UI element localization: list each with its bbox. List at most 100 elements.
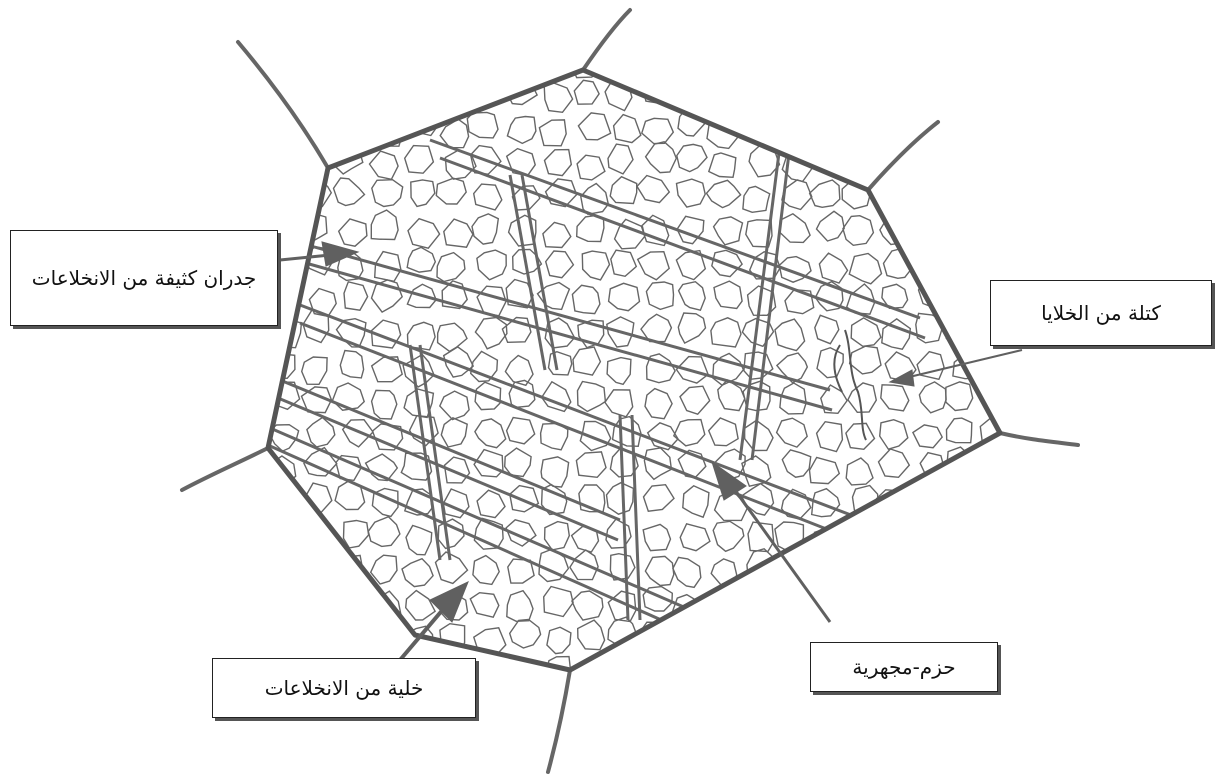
dislocation-cell bbox=[333, 383, 365, 410]
dislocation-cell bbox=[607, 358, 631, 385]
dislocation-cell bbox=[849, 254, 881, 284]
dislocation-cell bbox=[239, 416, 265, 446]
dislocation-cell bbox=[573, 347, 600, 375]
dislocation-cell bbox=[582, 251, 609, 280]
dislocation-cell bbox=[267, 49, 295, 72]
dislocation-cell bbox=[913, 183, 939, 216]
dislocation-cell bbox=[743, 186, 770, 212]
dislocation-cell bbox=[645, 556, 673, 585]
dislocation-cell bbox=[846, 458, 873, 485]
dislocation-cell bbox=[953, 252, 984, 282]
dislocation-cell bbox=[711, 318, 741, 347]
microband-8b bbox=[752, 145, 790, 460]
dislocation-cell bbox=[344, 77, 373, 108]
dislocation-cell bbox=[378, 631, 406, 657]
dislocation-cell bbox=[578, 620, 605, 650]
dislocation-cell bbox=[817, 82, 844, 111]
dislocation-cell bbox=[607, 483, 634, 515]
boundary-right bbox=[1000, 433, 1078, 445]
dislocation-cell bbox=[679, 282, 706, 311]
dislocation-cell bbox=[677, 144, 707, 171]
dislocation-cell bbox=[714, 281, 742, 308]
dislocation-cell bbox=[953, 185, 981, 207]
dislocation-cell bbox=[343, 111, 369, 141]
dislocation-cell bbox=[233, 594, 258, 623]
dislocation-cell bbox=[744, 664, 772, 692]
dislocation-cell bbox=[783, 655, 809, 684]
dislocation-cell bbox=[477, 250, 506, 280]
grain-boundary bbox=[268, 70, 1000, 670]
cell-texture bbox=[232, 40, 1018, 693]
dislocation-cell bbox=[780, 214, 810, 243]
dislocation-cell bbox=[232, 393, 261, 420]
boundary-bottom bbox=[548, 670, 570, 772]
dislocation-cell bbox=[238, 558, 267, 589]
dislocation-cell bbox=[610, 177, 637, 204]
dislocation-cell bbox=[843, 216, 874, 246]
dislocation-cell bbox=[950, 214, 980, 244]
dislocation-cell bbox=[577, 155, 605, 180]
dislocation-cell bbox=[783, 115, 812, 147]
dislocation-cell bbox=[785, 290, 814, 314]
dislocation-cell bbox=[239, 519, 268, 547]
dislocation-cell bbox=[950, 586, 976, 615]
dislocation-cell bbox=[307, 418, 335, 447]
dislocation-cell bbox=[368, 517, 400, 547]
label-cell-text: خلية من الانخلاعات bbox=[257, 675, 432, 702]
dislocation-cell bbox=[777, 418, 808, 447]
dislocation-cell bbox=[681, 44, 708, 72]
dislocation-cell bbox=[846, 423, 875, 449]
dislocation-cell bbox=[885, 119, 914, 148]
dislocation-cell bbox=[981, 147, 1013, 179]
dislocation-cell bbox=[572, 285, 600, 313]
dislocation-cell bbox=[371, 210, 398, 239]
dislocation-cell bbox=[638, 252, 670, 280]
dislocation-cell bbox=[544, 41, 574, 71]
dislocation-cell bbox=[539, 120, 566, 146]
label-cell-block: كتلة من الخلايا bbox=[990, 280, 1212, 346]
dislocation-cell bbox=[710, 48, 738, 76]
dislocation-cell bbox=[683, 486, 709, 517]
dislocation-cell bbox=[815, 115, 843, 146]
dislocation-cell bbox=[611, 250, 637, 276]
dislocation-cell bbox=[444, 219, 473, 247]
dislocation-cell bbox=[989, 451, 1014, 479]
dislocation-cell bbox=[677, 662, 705, 690]
dislocation-cell bbox=[574, 80, 599, 104]
dislocation-cell bbox=[576, 452, 606, 477]
dislocation-cell bbox=[544, 83, 572, 112]
dislocation-cell bbox=[750, 626, 775, 655]
dislocation-cell bbox=[915, 40, 945, 73]
dislocation-cell bbox=[881, 47, 908, 72]
dislocation-cell bbox=[848, 383, 876, 412]
dislocation-cell bbox=[541, 457, 569, 487]
dislocation-cell bbox=[233, 348, 263, 379]
dislocation-cell bbox=[544, 587, 573, 617]
dislocation-cell bbox=[301, 77, 330, 103]
dislocation-cell bbox=[876, 526, 904, 549]
dislocation-cell bbox=[746, 85, 775, 110]
dislocation-cell bbox=[810, 180, 840, 207]
dislocation-cell bbox=[545, 150, 572, 176]
dislocation-cell bbox=[673, 557, 701, 587]
dislocation-cell bbox=[913, 216, 941, 244]
dislocation-cell bbox=[302, 357, 327, 384]
dislocation-cell bbox=[474, 184, 502, 210]
dislocation-cell bbox=[778, 82, 805, 107]
dislocation-cell bbox=[440, 82, 469, 108]
dislocation-cell bbox=[982, 110, 1010, 142]
label-dislocation-cell: خلية من الانخلاعات bbox=[212, 658, 476, 718]
dislocation-cell bbox=[605, 660, 635, 688]
dislocation-cell bbox=[637, 176, 669, 203]
dislocation-cell bbox=[851, 78, 876, 107]
dislocation-cell bbox=[716, 629, 742, 658]
dislocation-cell bbox=[547, 627, 571, 653]
dislocation-cell bbox=[608, 144, 633, 174]
dislocation-cell bbox=[674, 420, 705, 446]
dislocation-cell bbox=[677, 623, 710, 650]
dislocation-cell bbox=[471, 351, 498, 381]
dislocation-cell bbox=[913, 425, 942, 448]
dislocation-cell bbox=[817, 211, 845, 241]
dislocation-cell bbox=[237, 486, 262, 515]
label-walls-text: جدران كثيفة من الانخلاعات bbox=[24, 265, 264, 292]
